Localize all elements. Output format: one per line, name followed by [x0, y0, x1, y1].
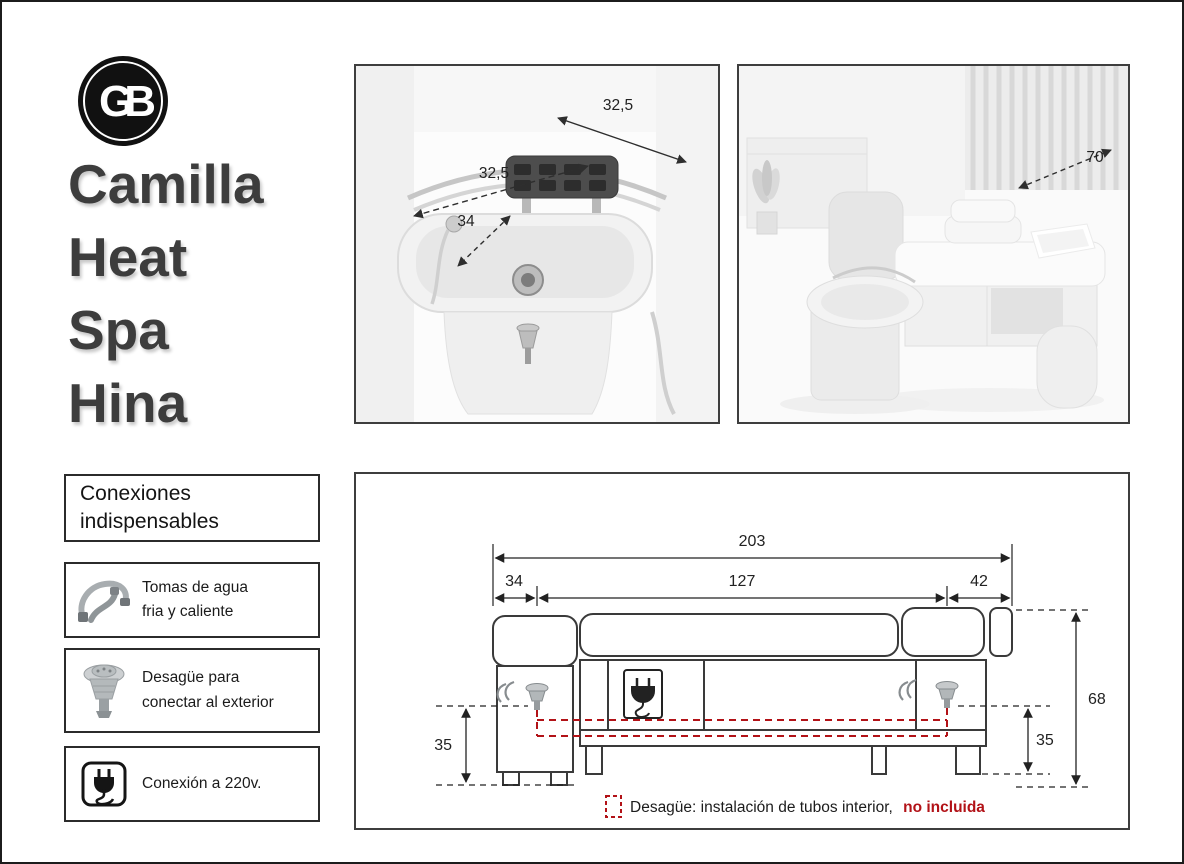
drain-note-text: Desagüe: instalación de tubos interior, [630, 799, 893, 816]
drain-note-icon [605, 795, 622, 818]
product-title-line-2: Heat [68, 226, 188, 288]
plant [752, 160, 780, 235]
dim-label-room-width: 70 [1086, 149, 1104, 166]
dim-label-right-section: 42 [970, 573, 988, 590]
basin-detail-photo-frame: 32,5 32,5 34 [354, 64, 720, 424]
left-drain-symbol [496, 680, 549, 710]
connection-item-water-label: Tomas de agua fria y caliente [142, 576, 318, 624]
connections-header-line-2: indispensables [80, 510, 219, 533]
bed-side-elevation [492, 607, 1013, 786]
drain-icon [66, 662, 142, 720]
logo-monogram: GB [99, 77, 154, 126]
dimensions-diagram-frame: 203 34 127 42 [354, 472, 1130, 830]
control-panel [505, 155, 619, 199]
connection-item-drain: Desagüe para conectar al exterior [64, 648, 320, 733]
dim-label-center-section: 127 [729, 573, 756, 590]
dim-label-total-height: 68 [1088, 691, 1106, 708]
logo-ring [83, 61, 163, 141]
plug-symbol [623, 669, 663, 719]
water-hoses-icon [66, 576, 142, 624]
drain-label-line-2: conectar al exterior [142, 693, 274, 711]
connections-header-box: Conexiones indispensables [64, 474, 320, 542]
connection-item-drain-label: Desagüe para conectar al exterior [142, 666, 318, 714]
slat-wall [970, 66, 1119, 190]
spa-room-illustration [739, 66, 1128, 422]
washbasin-photo-illustration [356, 66, 718, 422]
dim-label-left-height: 35 [434, 737, 452, 754]
logo-disc [78, 56, 168, 146]
connection-item-power: Conexión a 220v. [64, 746, 320, 822]
power-plug-icon [66, 761, 142, 807]
room-photo-frame: 70 [737, 64, 1130, 424]
dim-label-total-width: 203 [739, 533, 766, 550]
product-title-line-1: Camilla [68, 153, 264, 215]
connections-header-line-1: Conexiones [80, 482, 191, 506]
dimension-extension-lines [492, 544, 1013, 606]
dim-label-basin-width-front: 32,5 [479, 165, 509, 182]
drain-label-line-1: Desagüe para [142, 669, 240, 687]
svg-text:Desagüe: instalación de tubos: Desagüe: instalación de tubos interior, … [630, 799, 985, 816]
dim-label-right-height: 35 [1036, 732, 1054, 749]
stool [1036, 325, 1098, 409]
power-label-line-1: Conexión a 220v. [142, 774, 262, 792]
water-label-line-1: Tomas de agua [142, 578, 248, 596]
brand-logo: GB [76, 54, 170, 148]
product-title: Camilla Heat Spa Hina [68, 148, 264, 440]
interior-tube-route [536, 708, 948, 737]
product-title-line-3: Spa [68, 299, 169, 361]
dim-label-left-section: 34 [505, 573, 523, 590]
drain-strainer [512, 264, 544, 364]
right-drain-symbol [898, 678, 959, 708]
height-dimension-lines [436, 609, 1092, 788]
drain-note: Desagüe: instalación de tubos interior, … [605, 795, 985, 818]
product-title-line-4: Hina [68, 372, 188, 434]
width-dimension-lines [494, 553, 1011, 603]
connection-item-water: Tomas de agua fria y caliente [64, 562, 320, 638]
room-width-dimension [1018, 148, 1112, 190]
drain-note-highlight: no incluida [903, 799, 985, 816]
basin-dimensions [413, 116, 687, 267]
water-label-line-2: fria y caliente [142, 603, 234, 620]
dim-label-basin-drain: 34 [457, 213, 475, 230]
connection-item-power-label: Conexión a 220v. [142, 772, 318, 796]
dim-label-basin-width-back: 32,5 [603, 97, 633, 114]
